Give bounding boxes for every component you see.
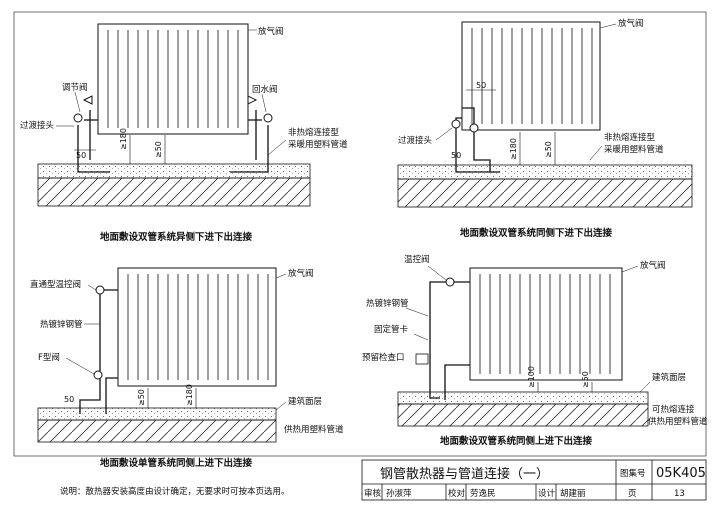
panel-bottom-right: ≥100 ≥50 温控阀 放气阀 热镀锌钢管 固定管卡 预留检查口 建筑面层 可… — [362, 254, 708, 447]
label-thermo-valve: 直通型温控阀 — [30, 279, 81, 290]
label-air-valve: 放气阀 — [258, 26, 284, 37]
dim-180: ≥180 — [509, 138, 518, 160]
dim-180: ≥180 — [185, 384, 194, 406]
dim-50s: 50 — [451, 151, 461, 160]
label-floor-surface: 建筑面层 — [288, 396, 322, 407]
structural-slab — [37, 419, 277, 443]
label-sleeve: 预留检查口 — [362, 352, 405, 363]
atlas-number: 05K405 — [656, 466, 706, 481]
screed-layer — [37, 407, 277, 421]
dim-50b: ≥50 — [137, 389, 146, 406]
dim-50: 50 — [76, 151, 86, 160]
structural-slab — [37, 177, 311, 207]
label-pipe-line1: 非热熔连接型 — [288, 127, 340, 138]
atlas-label: 图集号 — [620, 468, 646, 479]
label-air-valve: 放气阀 — [288, 268, 314, 279]
page-label: 页 — [628, 489, 637, 499]
label-return-valve: 回水阀 — [252, 84, 278, 95]
dim-50b: ≥50 — [544, 141, 553, 158]
design-label: 设计 — [538, 488, 556, 499]
label-f-valve: F型阀 — [38, 353, 60, 363]
page-number: 13 — [674, 489, 685, 499]
label-pipe-line2: 采暖用塑料管道 — [604, 144, 664, 155]
label-heating-pipe: 供热用塑料管道 — [284, 424, 344, 435]
dim-50b: ≥50 — [581, 371, 590, 388]
radiator — [469, 267, 623, 381]
radiator — [461, 21, 601, 131]
radiator — [97, 23, 249, 135]
label-galv-pipe: 热镀锌钢管 — [366, 298, 409, 309]
screed-layer — [37, 163, 311, 179]
sheet-frame — [13, 11, 707, 457]
note: 说明：散热器安装高度由设计确定，无要求时可按本页选用。 — [60, 486, 290, 497]
label-pipe-line2: 采暖用塑料管道 — [288, 139, 348, 150]
label-regulating-valve: 调节阀 — [62, 83, 88, 93]
label-floor-surface: 建筑面层 — [652, 372, 686, 383]
label-thermo-valve: 温控阀 — [404, 254, 430, 265]
dim-50: 50 — [64, 395, 74, 404]
caption-bottom-left: 地面敷设单管系统同侧上进下出连接 — [100, 457, 253, 469]
review-label: 审核 — [364, 488, 382, 499]
dim-50: 50 — [476, 81, 486, 90]
dim-100: ≥100 — [527, 366, 536, 388]
panel-top-left: 50 ≥180 ≥50 放气阀 调节阀 回水阀 过渡接头 非热熔连接型 采暖用塑… — [20, 23, 348, 243]
dim-180: ≥180 — [119, 128, 128, 150]
title-block — [361, 459, 707, 501]
designer: 胡建丽 — [560, 488, 586, 499]
checker: 劳逸民 — [470, 488, 496, 499]
structural-slab — [397, 178, 693, 208]
check-label: 校对 — [448, 488, 466, 499]
label-fixed-clamp: 固定管卡 — [374, 324, 409, 335]
reviewer: 孙淑萍 — [386, 488, 412, 499]
caption-bottom-right: 地面敷设双管系统同侧上进下出连接 — [440, 435, 593, 447]
dim-50b: ≥50 — [154, 141, 163, 158]
label-air-valve: 放气阀 — [618, 18, 644, 29]
label-transition-joint: 过渡接头 — [398, 135, 433, 146]
label-galv-pipe: 热镀锌钢管 — [40, 319, 83, 330]
caption-top-left: 地面敷设双管系统异侧下进下出连接 — [100, 231, 253, 243]
label-transition-joint: 过渡接头 — [20, 120, 55, 131]
label-air-valve: 放气阀 — [640, 260, 666, 271]
structural-slab — [397, 403, 649, 427]
panel-bottom-left: 50 ≥50 ≥180 放气阀 直通型温控阀 热镀锌钢管 F型阀 建筑面层 供热… — [30, 267, 344, 469]
title: 钢管散热器与管道连接（一） — [380, 466, 549, 482]
caption-top-right: 地面敷设双管系统同侧下进下出连接 — [460, 227, 613, 239]
label-pipe-line1: 可热熔连接 — [652, 404, 695, 415]
panel-top-right: 50 50 ≥180 ≥50 放气阀 过渡接头 非热熔连接型 采暖用塑料管道 地… — [397, 18, 693, 239]
label-pipe-line2: 供热用塑料管道 — [648, 416, 708, 427]
radiator — [117, 267, 277, 387]
screed-layer — [397, 164, 693, 180]
label-pipe-line1: 非热熔连接型 — [604, 132, 656, 143]
